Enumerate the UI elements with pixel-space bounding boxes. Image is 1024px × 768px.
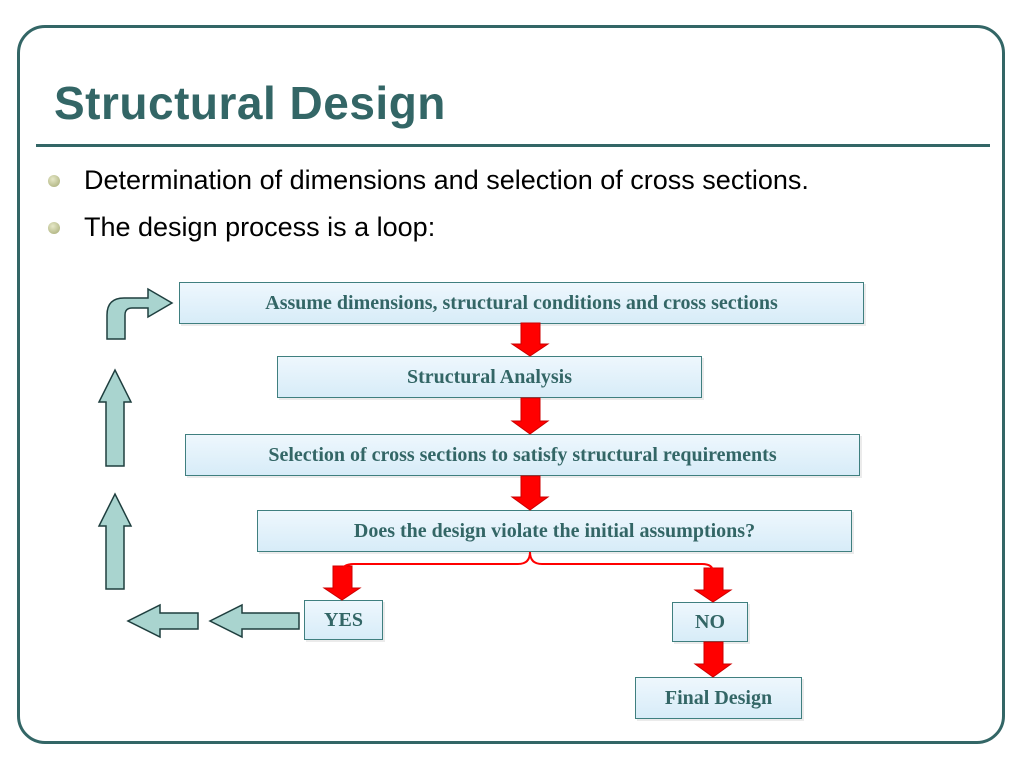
slide-frame [17,25,1005,744]
curved-right-arrow-icon [106,287,174,340]
up-arrow-icon [97,368,133,467]
no-box: NO [672,602,748,642]
down-arrow-icon [510,475,550,511]
down-arrow-icon [693,641,733,678]
branch-brace [341,551,714,573]
down-arrow-icon [322,565,362,601]
step-analysis-box: Structural Analysis [277,356,702,398]
bullet-text: Determination of dimensions and selectio… [84,165,809,195]
bullet-dot-icon [48,175,60,187]
left-arrow-icon [208,603,300,639]
yes-box: YES [304,600,383,640]
up-arrow-icon [97,492,133,590]
slide-title: Structural Design [54,77,446,129]
down-arrow-icon [510,322,550,357]
down-arrow-icon [510,397,550,435]
step-selection-box: Selection of cross sections to satisfy s… [185,434,860,476]
left-arrow-icon [126,603,199,639]
decision-box: Does the design violate the initial assu… [257,510,852,552]
bullet-dot-icon [48,222,60,234]
final-design-box: Final Design [635,677,802,719]
down-arrow-icon [693,567,733,603]
bullet-text: The design process is a loop: [84,212,436,242]
step-assume-box: Assume dimensions, structural conditions… [179,282,864,324]
title-divider [36,144,990,147]
